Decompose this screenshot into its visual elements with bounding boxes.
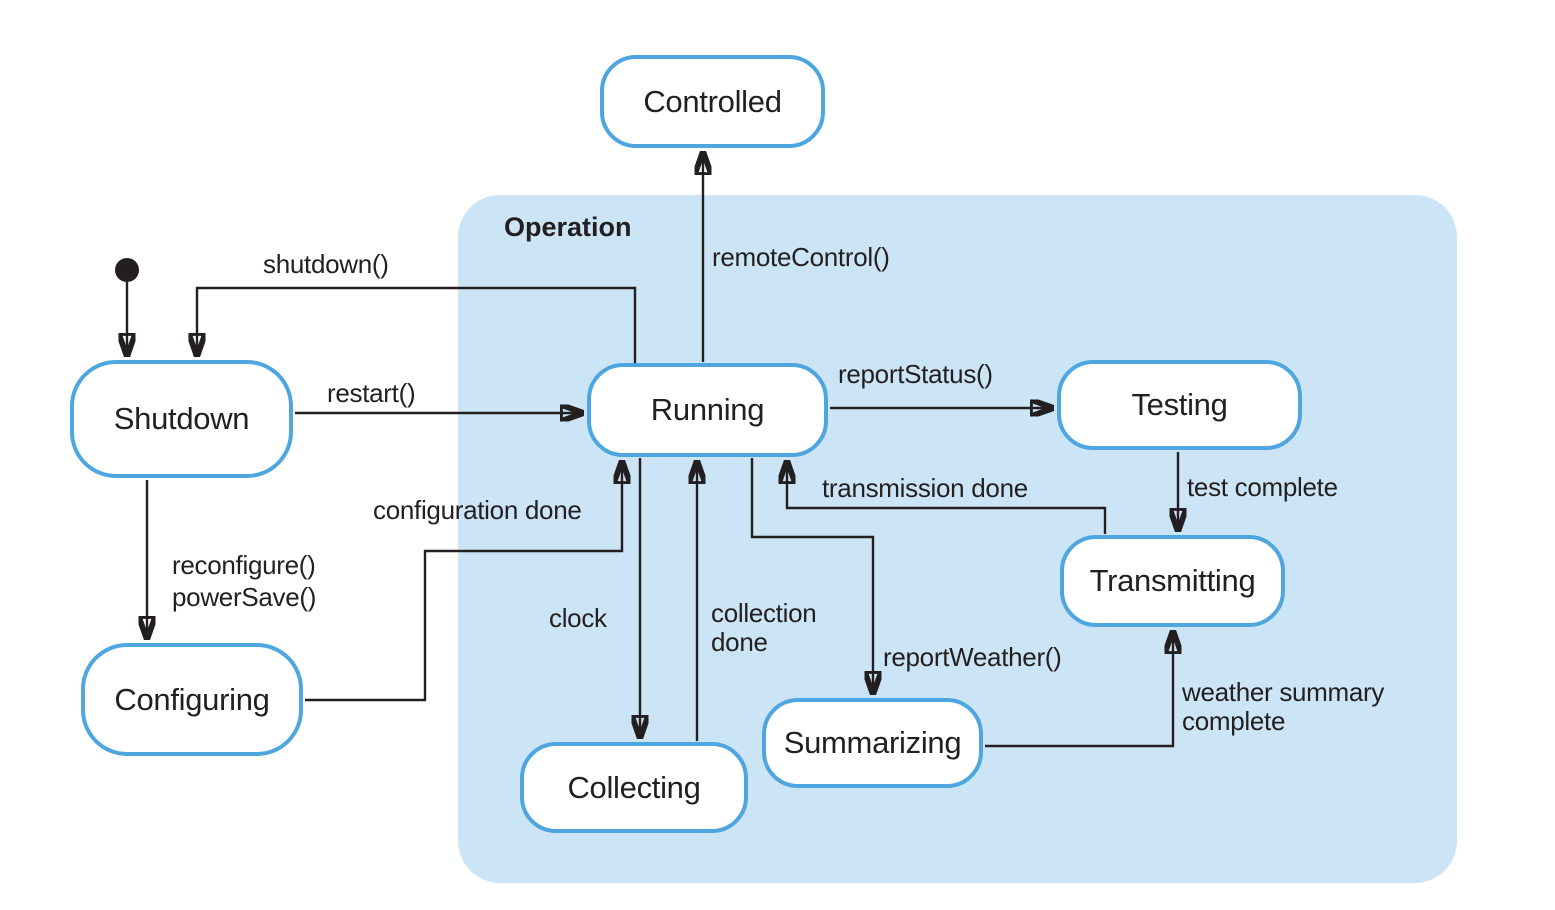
state-collecting: Collecting xyxy=(520,742,748,833)
state-controlled-label: Controlled xyxy=(643,83,782,119)
state-testing: Testing xyxy=(1057,360,1302,450)
transition-label-remote-control: remoteControl() xyxy=(712,242,890,272)
state-running: Running xyxy=(587,363,828,457)
state-controlled: Controlled xyxy=(600,55,825,148)
transition-line-weather-summary-complete xyxy=(985,630,1173,748)
state-shutdown-label: Shutdown xyxy=(113,401,250,436)
state-shutdown: Shutdown xyxy=(70,360,293,478)
state-configuring: Configuring xyxy=(81,643,303,756)
transition-label-report-status: reportStatus() xyxy=(838,359,993,389)
transition-line-configuration-done xyxy=(305,460,622,702)
state-testing-label: Testing xyxy=(1131,387,1228,422)
transition-label-configuration-done: configuration done xyxy=(373,495,582,525)
transition-label-clock: clock xyxy=(549,603,607,633)
transition-label-restart: restart() xyxy=(327,378,416,408)
transition-label-transmission-done: transmission done xyxy=(822,473,1028,503)
operation-region-label: Operation xyxy=(504,212,632,242)
state-summarizing-label: Summarizing xyxy=(783,725,962,760)
transition-label-report-weather: reportWeather() xyxy=(883,642,1062,672)
state-summarizing: Summarizing xyxy=(762,698,983,788)
transition-label-test-complete: test complete xyxy=(1187,472,1338,502)
transition-line-shutdown xyxy=(197,286,637,363)
initial-state-dot xyxy=(115,258,139,282)
transition-line-transmission-done xyxy=(787,460,1107,534)
transition-line-report-weather xyxy=(750,458,873,695)
transition-label-power-save: powerSave() xyxy=(172,582,317,612)
transition-label-shutdown: shutdown() xyxy=(263,249,389,279)
state-collecting-label: Collecting xyxy=(567,769,701,805)
state-running-label: Running xyxy=(650,392,765,427)
state-transmitting: Transmitting xyxy=(1060,535,1285,627)
state-configuring-label: Configuring xyxy=(114,681,270,717)
state-transmitting-label: Transmitting xyxy=(1089,563,1256,598)
transition-label-collection-done: collection done xyxy=(711,598,817,658)
transition-label-reconfigure: reconfigure() xyxy=(172,550,316,580)
transition-label-weather-summary-complete: weather summary complete xyxy=(1182,677,1385,737)
